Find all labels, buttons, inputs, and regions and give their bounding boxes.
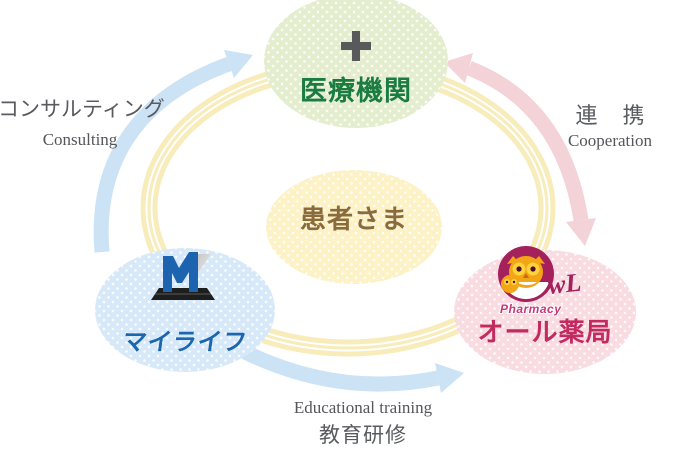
- training-label-jp: 教育研修: [319, 423, 407, 447]
- consulting-arrowhead-icon: [224, 50, 253, 78]
- cooperation-label-jp: 連 携: [575, 104, 645, 129]
- cooperation-arrow-shaft: [466, 61, 589, 222]
- patient-label: 患者さま: [299, 204, 408, 235]
- consulting-arrow: [93, 50, 253, 253]
- owl-logo-wl-text: wL: [547, 268, 583, 300]
- cooperation-arrow: [444, 53, 596, 246]
- node-patient: 患者さま: [266, 170, 442, 284]
- owl-small: [501, 275, 519, 293]
- cooperation-label-en: Cooperation: [567, 131, 653, 150]
- node-mylife: マイライフ: [95, 248, 275, 372]
- ml-logo-m-glyph: [163, 252, 198, 292]
- node-all-pharmacy: [454, 250, 636, 374]
- medical-cross-icon: [341, 30, 371, 61]
- consulting-label-en: Consulting: [42, 130, 118, 149]
- owl-logo-pharmacy-text: Pharmacy: [500, 302, 562, 316]
- medical-institution-label: 医療機関: [300, 75, 412, 107]
- cooperation-arrowhead-top-icon: [444, 53, 473, 83]
- mylife-label: マイライフ: [120, 327, 250, 356]
- consulting-arrow-shaft: [93, 56, 232, 253]
- consulting-label-jp: コンサルティング: [0, 97, 165, 121]
- training-arrowhead-icon: [435, 363, 464, 393]
- all-pharmacy-label: オール薬局: [477, 318, 613, 348]
- cooperation-arrowhead-bottom-icon: [566, 218, 596, 246]
- mylife-ml-logo-icon: [151, 252, 215, 300]
- training-arrow: [241, 345, 464, 393]
- training-arrow-shaft: [241, 345, 440, 392]
- training-label-en: Educational training: [293, 398, 433, 417]
- owl-pharmacy-logo-icon: wL Pharmacy: [498, 246, 583, 317]
- node-medical-institution: 医療機関: [264, 0, 448, 128]
